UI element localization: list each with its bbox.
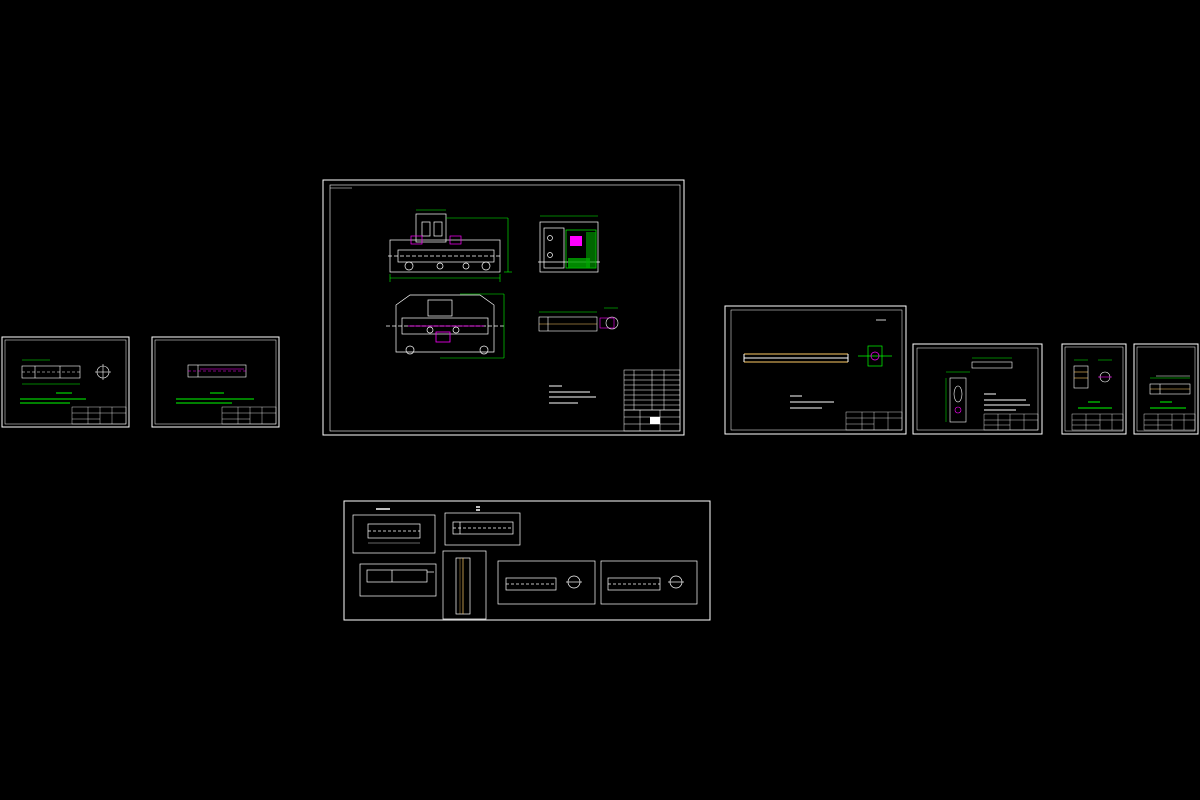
technical-notes — [984, 393, 1030, 411]
detail-view — [538, 316, 619, 332]
drawing-sheet-part-2[interactable] — [151, 336, 280, 428]
sheet-border — [322, 179, 685, 436]
process-step-3 — [359, 563, 437, 597]
front-view-dimensions — [389, 209, 512, 282]
detail-view-dimensions — [539, 307, 618, 313]
sheet-border — [912, 343, 1043, 435]
process-step-2 — [444, 512, 521, 546]
title-block — [221, 406, 277, 425]
title-block — [845, 411, 903, 431]
drawing-sheet-main-assembly[interactable] — [322, 179, 685, 436]
technical-notes — [790, 395, 834, 409]
plate-view — [949, 361, 1013, 423]
sheet-border — [1061, 343, 1127, 435]
sheet-inner-frame — [916, 347, 1039, 431]
top-view-dimensions — [440, 293, 505, 359]
drawing-sheet-part-6[interactable] — [1133, 343, 1199, 435]
card-heading-marks — [376, 506, 480, 511]
process-step-4 — [442, 550, 487, 620]
drawing-sheet-part-1[interactable] — [1, 336, 130, 428]
drawing-sheet-part-5[interactable] — [1061, 343, 1127, 435]
technical-notes — [176, 392, 254, 404]
part-view — [187, 364, 247, 378]
front-view — [388, 213, 502, 273]
part-view — [1073, 365, 1112, 389]
section-view — [858, 345, 892, 367]
sheet-inner-frame — [4, 339, 127, 425]
sheet-border — [724, 305, 907, 435]
title-block — [983, 413, 1039, 431]
technical-notes — [1078, 401, 1112, 409]
title-block — [1143, 413, 1196, 431]
process-step-1 — [352, 514, 436, 554]
title-block — [623, 409, 681, 432]
sheet-border — [1, 336, 130, 428]
sheet-border — [1133, 343, 1199, 435]
drawing-sheet-part-4[interactable] — [912, 343, 1043, 435]
sheet-border — [151, 336, 280, 428]
dimension-lines — [945, 357, 1012, 422]
technical-notes — [20, 392, 86, 404]
sheet-inner-frame — [1064, 346, 1124, 432]
sheet-inner-frame — [329, 184, 681, 432]
dimension-lines — [22, 359, 80, 385]
technical-notes — [1150, 401, 1186, 409]
side-view-section — [540, 215, 598, 268]
drawing-sheet-process-card[interactable] — [343, 500, 711, 621]
sheet-inner-frame — [1136, 346, 1196, 432]
sheet-inner-frame — [730, 309, 903, 431]
part-view — [1149, 375, 1191, 395]
sheet-inner-frame — [154, 339, 277, 425]
sheet-border — [343, 500, 711, 621]
process-step-5 — [497, 560, 596, 605]
title-block — [1071, 413, 1124, 431]
title-block — [71, 406, 127, 425]
shaft-view — [743, 353, 849, 363]
process-step-6 — [600, 560, 698, 605]
top-view-highlights — [408, 325, 484, 343]
top-view — [386, 294, 504, 355]
part-view — [21, 364, 111, 380]
technical-requirements — [549, 385, 596, 404]
drawing-sheet-part-3[interactable] — [724, 305, 907, 435]
